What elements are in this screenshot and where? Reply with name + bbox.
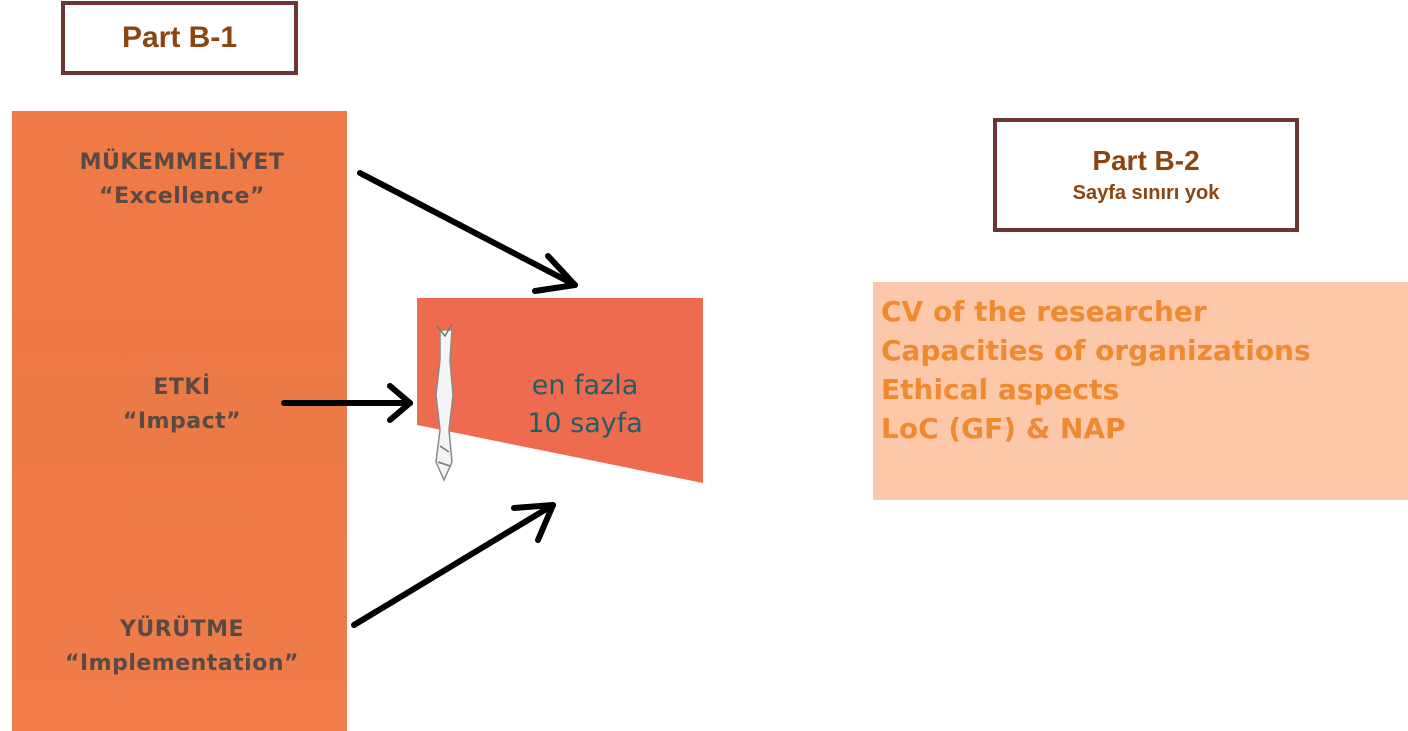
page-limit-line2: 10 sayfa (527, 408, 643, 439)
criterion-impact-en: “Impact” (122, 409, 242, 434)
b2-item-cv: CV of the researcher (881, 295, 1207, 328)
criterion-excellence: MÜKEMMELİYET “Excellence” (12, 146, 352, 214)
arrow-impact (281, 383, 413, 423)
criterion-implementation-tr: YÜRÜTME (119, 617, 245, 642)
part-b2-items: CV of the researcher Capacities of organ… (873, 282, 1408, 500)
criterion-impact: ETKİ “Impact” (12, 371, 352, 439)
criterion-implementation: YÜRÜTME “Implementation” (12, 613, 352, 681)
part-b2-label: Part B-2 (1092, 145, 1200, 176)
b2-item-loc: LoC (GF) & NAP (881, 412, 1126, 445)
page-limit-background (417, 298, 703, 483)
page-limit-text: en fazla 10 sayfa (480, 367, 690, 443)
criterion-implementation-en: “Implementation” (65, 651, 299, 676)
criterion-impact-tr: ETKİ (153, 375, 211, 400)
criterion-excellence-tr: MÜKEMMELİYET (79, 150, 285, 175)
arrow-excellence (357, 170, 578, 294)
page-limit-line1: en fazla (531, 370, 639, 401)
b2-item-ethics: Ethical aspects (881, 373, 1120, 406)
part-b1-label-box: Part B-1 (61, 1, 298, 75)
part-b2-sublabel: Sayfa sınırı yok (1072, 182, 1220, 204)
criterion-excellence-en: “Excellence” (99, 184, 265, 209)
b2-item-capacities: Capacities of organizations (881, 334, 1311, 367)
part-b1-label: Part B-1 (121, 21, 238, 54)
arrow-implementation (351, 502, 556, 628)
part-b2-label-box: Part B-2 Sayfa sınırı yok (993, 118, 1299, 232)
criteria-panel: MÜKEMMELİYET “Excellence” ETKİ “Impact” … (12, 111, 347, 731)
paper-strip-icon (435, 323, 454, 482)
